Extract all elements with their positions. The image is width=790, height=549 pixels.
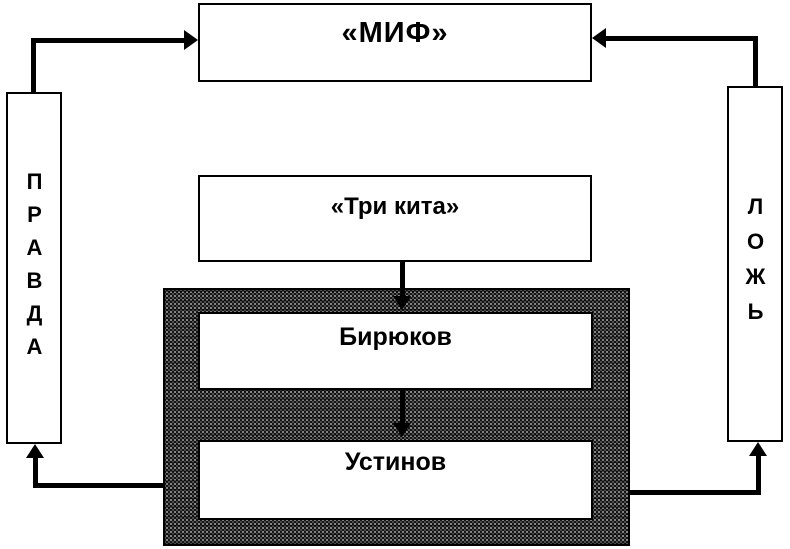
arrow-biryukov-to-ustinov-segment xyxy=(400,390,405,423)
arrowhead-right-icon xyxy=(184,30,198,50)
arrow-container-to-lie-vertical-segment xyxy=(756,454,761,495)
truth-box-label: ПРАВДА xyxy=(22,169,47,367)
arrow-container-to-truth-vertical-segment xyxy=(33,456,38,488)
arrow-lie-to-myth-vertical-segment xyxy=(753,36,758,88)
arrow-lie-to-myth-horizontal-segment xyxy=(606,36,758,41)
arrowhead-left-icon xyxy=(592,28,606,48)
myth-box-label: «МИФ» xyxy=(341,17,449,49)
myth-box: «МИФ» xyxy=(198,3,592,82)
arrow-truth-to-myth-horizontal-segment xyxy=(31,38,185,43)
lie-box: ЛОЖЬ xyxy=(727,86,783,442)
three-whales-box-label: «Три кита» xyxy=(330,193,460,220)
arrowhead-down-bottom-icon xyxy=(393,423,411,437)
biryukov-box-label: Бирюков xyxy=(339,323,452,351)
arrowhead-up-right-icon xyxy=(749,442,767,456)
truth-box: ПРАВДА xyxy=(6,92,62,444)
biryukov-box: Бирюков xyxy=(198,312,593,390)
arrow-container-to-lie-horizontal-segment xyxy=(630,490,760,495)
three-whales-box: «Три кита» xyxy=(198,175,592,262)
arrow-container-to-truth-horizontal-segment xyxy=(33,483,163,488)
arrow-whales-to-biryukov-segment xyxy=(400,262,405,296)
lie-box-label: ЛОЖЬ xyxy=(743,194,768,334)
arrow-truth-to-myth-vertical-segment xyxy=(31,38,36,94)
ustinov-box-label: Устинов xyxy=(344,448,447,476)
arrowhead-down-top-icon xyxy=(393,296,411,310)
arrowhead-up-left-icon xyxy=(26,444,44,458)
ustinov-box: Устинов xyxy=(198,440,593,520)
